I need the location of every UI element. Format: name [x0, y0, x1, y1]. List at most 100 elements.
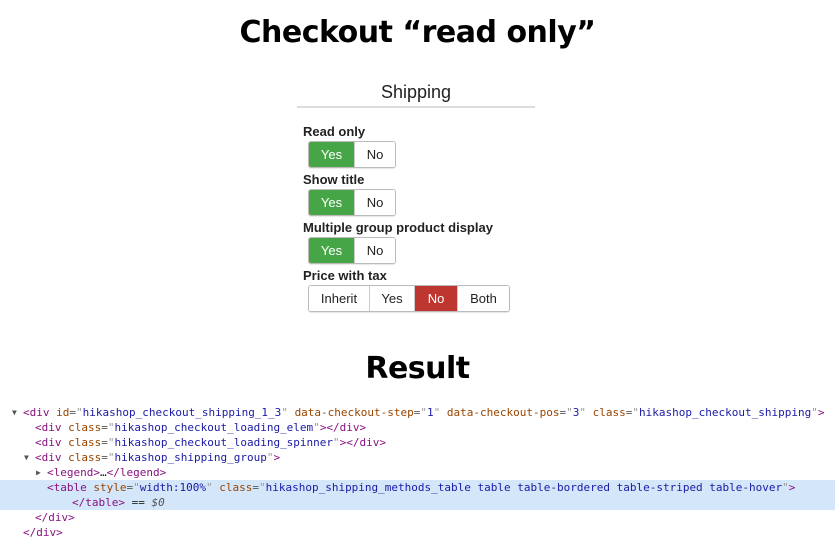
devtools-dom-tree: ▼<div id="hikashop_checkout_shipping_1_3… — [0, 397, 835, 540]
dom-node-line[interactable] — [0, 397, 835, 405]
panel-title: Shipping — [297, 78, 535, 108]
dom-node-text: <div class="hikashop_shipping_group"> — [35, 450, 280, 465]
code-token-val: width:100% — [139, 481, 206, 494]
code-token-q: " — [107, 451, 115, 464]
code-token-tag: > — [817, 406, 825, 419]
code-token-tag: <div — [35, 421, 69, 434]
field-label: Show title — [303, 172, 365, 187]
option-no-button[interactable]: No — [355, 238, 395, 263]
dom-node-line[interactable]: </table> == $0 — [0, 495, 835, 510]
code-token-q: " — [313, 421, 320, 434]
code-token-plain: == — [124, 496, 152, 509]
dom-node-line[interactable]: ▶ <legend>…</legend> — [0, 465, 835, 480]
code-token-q: " — [281, 406, 288, 419]
code-token-attr: class — [68, 421, 102, 434]
code-token-tag: <table — [47, 481, 94, 494]
code-token-tag: <legend> — [47, 466, 100, 479]
option-no-button[interactable]: No — [355, 142, 395, 167]
code-token-tag: <div — [23, 406, 57, 419]
code-token-q: " — [107, 436, 115, 449]
code-token-q: " — [420, 406, 428, 419]
code-token-tag: ></div> — [319, 421, 367, 434]
expand-triangle-closed-icon[interactable]: ▶ — [36, 468, 41, 477]
code-token-attr: style — [93, 481, 127, 494]
expand-triangle-open-icon[interactable]: ▼ — [12, 408, 17, 417]
code-token-val: hikashop_checkout_loading_elem — [114, 421, 314, 434]
code-token-eq: = — [101, 436, 108, 449]
field-label: Multiple group product display — [303, 220, 493, 235]
dom-node-line[interactable]: <div class="hikashop_checkout_loading_el… — [0, 420, 835, 435]
code-token-val: hikashop_shipping_group — [114, 451, 267, 464]
code-token-q: " — [579, 406, 586, 419]
option-no-button[interactable]: No — [415, 286, 458, 311]
code-token-q: " — [266, 451, 274, 464]
code-token-val: hikashop_shipping_methods_table table ta… — [265, 481, 783, 494]
code-token-eq: = — [126, 481, 134, 494]
code-token-attr: data-checkout-step — [294, 406, 414, 419]
code-token-eq: = — [559, 406, 567, 419]
code-token-val: hikashop_checkout_loading_spinner — [114, 436, 334, 449]
dom-node-line[interactable]: ▼<div class="hikashop_shipping_group"> — [0, 450, 835, 465]
code-token-attr: class — [68, 451, 102, 464]
page-heading: Checkout “read only” — [239, 15, 596, 50]
code-token-plain — [440, 406, 447, 419]
code-token-q: " — [107, 421, 115, 434]
code-token-tag: </legend> — [106, 466, 167, 479]
field-label: Price with tax — [303, 268, 387, 283]
code-token-eq: = — [69, 406, 76, 419]
code-token-attr: class — [219, 481, 253, 494]
code-token-q: " — [566, 406, 573, 419]
code-token-val: 3 — [572, 406, 580, 419]
code-token-attr: data-checkout-pos — [446, 406, 560, 419]
code-token-attr: class — [68, 436, 102, 449]
code-token-eq: = — [413, 406, 421, 419]
dom-node-text: </table> == $0 — [72, 495, 165, 510]
dom-node-line[interactable]: </div> — [0, 525, 835, 540]
code-token-eq: = — [101, 451, 108, 464]
code-token-val: hikashop_checkout_shipping_1_3 — [82, 406, 282, 419]
result-heading: Result — [365, 351, 470, 386]
code-token-q: " — [433, 406, 441, 419]
option-yes-button[interactable]: Yes — [309, 238, 355, 263]
code-token-tag: > — [273, 451, 281, 464]
field-label: Read only — [303, 124, 366, 139]
expand-triangle-open-icon[interactable]: ▼ — [24, 453, 29, 462]
option-inherit-button[interactable]: Inherit — [309, 286, 370, 311]
dom-node-text: <div class="hikashop_checkout_loading_el… — [35, 420, 366, 435]
code-token-plain — [586, 406, 593, 419]
dom-node-text: <table style="width:100%" class="hikasho… — [47, 480, 795, 495]
option-yes-button[interactable]: Yes — [309, 142, 355, 167]
option-yes-button[interactable]: Yes — [370, 286, 415, 311]
code-token-q: " — [811, 406, 818, 419]
code-token-tag: ></div> — [339, 436, 387, 449]
dom-node-text: </div> — [23, 525, 63, 540]
dom-node-line[interactable]: <div class="hikashop_checkout_loading_sp… — [0, 435, 835, 450]
code-token-q: " — [205, 481, 213, 494]
code-token-q: " — [258, 481, 266, 494]
code-token-tag: </table> — [72, 496, 125, 509]
code-token-q: " — [133, 481, 140, 494]
dom-node-text: <div id="hikashop_checkout_shipping_1_3"… — [23, 405, 824, 420]
code-token-tag: <div — [35, 451, 69, 464]
option-no-button[interactable]: No — [355, 190, 395, 215]
code-token-eq: = — [625, 406, 633, 419]
dom-node-line[interactable]: </div> — [0, 510, 835, 525]
code-token-eq: = — [252, 481, 259, 494]
option-yes-button[interactable]: Yes — [309, 190, 355, 215]
code-token-plain: … — [99, 466, 107, 479]
code-token-attr: id — [56, 406, 70, 419]
dom-node-line[interactable]: ▼<div id="hikashop_checkout_shipping_1_3… — [0, 405, 835, 420]
code-token-tag: > — [788, 481, 796, 494]
code-token-dollar: $0 — [151, 496, 165, 509]
code-token-q: " — [632, 406, 639, 419]
code-token-tag: </div> — [35, 511, 75, 524]
code-token-q: " — [333, 436, 340, 449]
code-token-eq: = — [101, 421, 108, 434]
option-both-button[interactable]: Both — [458, 286, 509, 311]
dom-node-line[interactable]: <table style="width:100%" class="hikasho… — [0, 480, 835, 495]
dom-node-text: <div class="hikashop_checkout_loading_sp… — [35, 435, 386, 450]
